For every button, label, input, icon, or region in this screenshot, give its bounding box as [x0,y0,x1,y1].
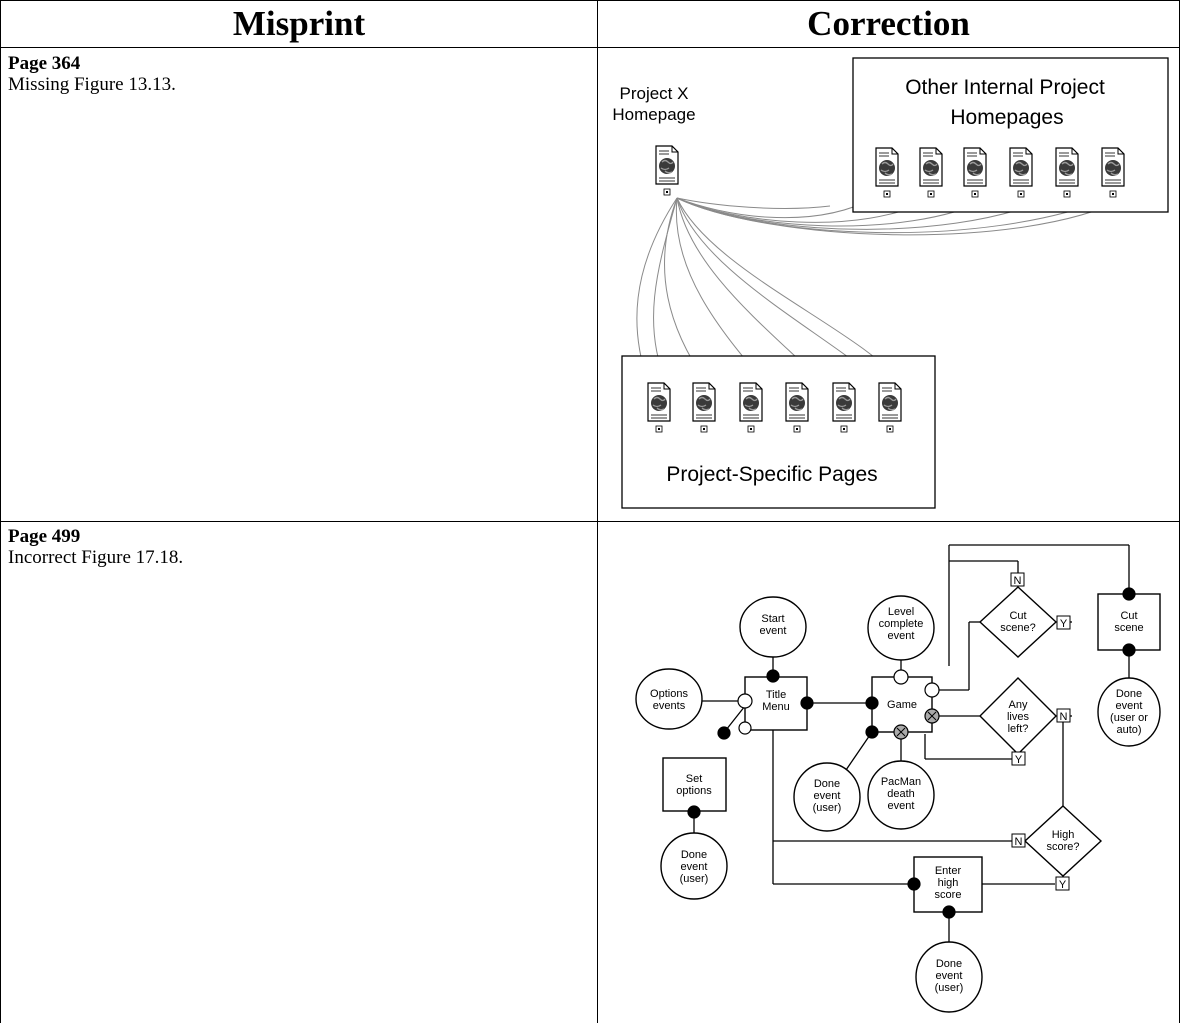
svg-text:Y: Y [1060,618,1068,630]
svg-text:scene: scene [1114,622,1143,634]
svg-text:Level: Level [888,606,914,618]
svg-text:event: event [936,970,963,982]
svg-text:(user): (user) [813,802,842,814]
svg-text:PacMan: PacMan [881,776,921,788]
internal-homepages-title-line1: Other Internal Project [905,76,1105,99]
svg-text:Menu: Menu [762,701,790,713]
svg-text:Cut: Cut [1009,610,1026,622]
level-complete-event-node [867,595,935,661]
table-border-top [0,0,1180,1]
project-homepage-icon [655,145,679,196]
high-score-decision [1023,805,1103,877]
start-event-node [739,596,807,658]
project-pages-title: Project-Specific Pages [666,463,877,486]
row-divider [0,521,1180,522]
svg-text:scene?: scene? [1000,622,1035,634]
svg-text:high: high [938,877,959,889]
svg-text:N: N [1060,711,1068,723]
row1-page: Page 364 [8,53,81,74]
row2-page: Page 499 [8,526,81,547]
svg-text:Y: Y [1015,754,1023,766]
svg-text:auto): auto) [1116,724,1141,736]
svg-text:Game: Game [887,699,917,711]
pacman-death-event-node [867,760,935,830]
svg-text:event: event [760,625,787,637]
cut-scene-node [1097,593,1161,651]
svg-text:event: event [888,800,915,812]
svg-text:event: event [888,630,915,642]
figure-13-13: Project X Homepage Other Internal Projec… [612,57,1169,509]
svg-text:event: event [681,861,708,873]
internal-homepages-title-line2: Homepages [950,106,1063,129]
svg-text:Done: Done [1116,688,1142,700]
svg-text:complete: complete [879,618,924,630]
svg-text:(user or: (user or [1110,712,1148,724]
svg-text:(user): (user) [935,982,964,994]
svg-text:score: score [935,889,962,901]
done-event-game-node [793,762,861,832]
svg-text:score?: score? [1046,841,1079,853]
done-event-auto-node [1097,677,1161,747]
svg-text:Done: Done [681,849,707,861]
svg-text:left?: left? [1008,723,1029,735]
project-homepage-label-line1: Project X [620,84,689,103]
table-border-left [0,0,1,1023]
figure-17-18: N Y N Y N Y [635,544,1161,1013]
enter-high-score-node [913,856,983,913]
svg-text:Done: Done [814,778,840,790]
svg-text:N: N [1014,575,1022,587]
done-event-highscore-node [915,941,983,1013]
svg-text:N: N [1015,836,1023,848]
svg-text:Start: Start [761,613,784,625]
svg-text:lives: lives [1007,711,1030,723]
svg-text:Options: Options [650,688,688,700]
svg-text:options: options [676,785,712,797]
svg-text:Y: Y [1059,879,1067,891]
svg-text:Any: Any [1009,699,1028,711]
header-divider [0,47,1180,48]
svg-text:Title: Title [766,689,786,701]
svg-text:Enter: Enter [935,865,962,877]
done-event-options-node [660,832,728,900]
project-pages-box [621,355,936,509]
svg-text:event: event [814,790,841,802]
project-homepage-label-line2: Homepage [612,105,695,124]
set-options-node [662,757,727,812]
options-events-node [635,668,703,730]
svg-text:Set: Set [686,773,703,785]
column-divider [597,0,598,1023]
svg-text:death: death [887,788,915,800]
cut-scene-decision [978,586,1058,658]
row1-description: Missing Figure 13.13. [8,74,176,95]
svg-text:Done: Done [936,958,962,970]
svg-text:(user): (user) [680,873,709,885]
svg-text:Cut: Cut [1120,610,1137,622]
header-correction: Correction [807,4,970,43]
svg-text:High: High [1052,829,1075,841]
svg-text:event: event [1116,700,1143,712]
svg-text:events: events [653,700,686,712]
row2-description: Incorrect Figure 17.18. [8,547,184,568]
header-misprint: Misprint [232,4,366,43]
